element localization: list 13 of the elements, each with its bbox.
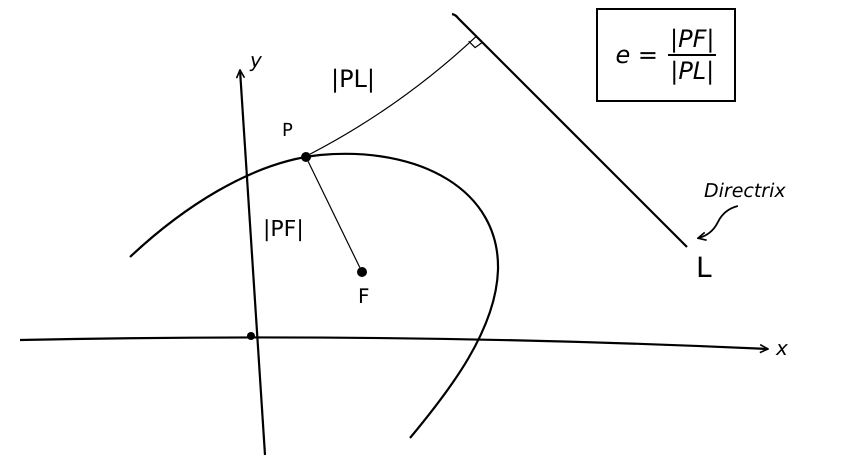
callout-text: Directrix: [704, 182, 786, 201]
fraction-numerator: |PF|: [668, 24, 716, 56]
line-segment: [308, 161, 360, 268]
fraction-denominator: |PL|: [669, 56, 716, 86]
point-label: F: [358, 286, 370, 306]
axis-label: y: [250, 50, 262, 70]
formula-box: [596, 8, 736, 102]
leader-arrow: [697, 205, 738, 241]
line-segment: [310, 36, 477, 155]
formula-text: e =: [616, 41, 658, 69]
line-label: L: [696, 254, 712, 282]
axis-label: x: [776, 338, 788, 358]
point-label: P: [282, 122, 293, 140]
